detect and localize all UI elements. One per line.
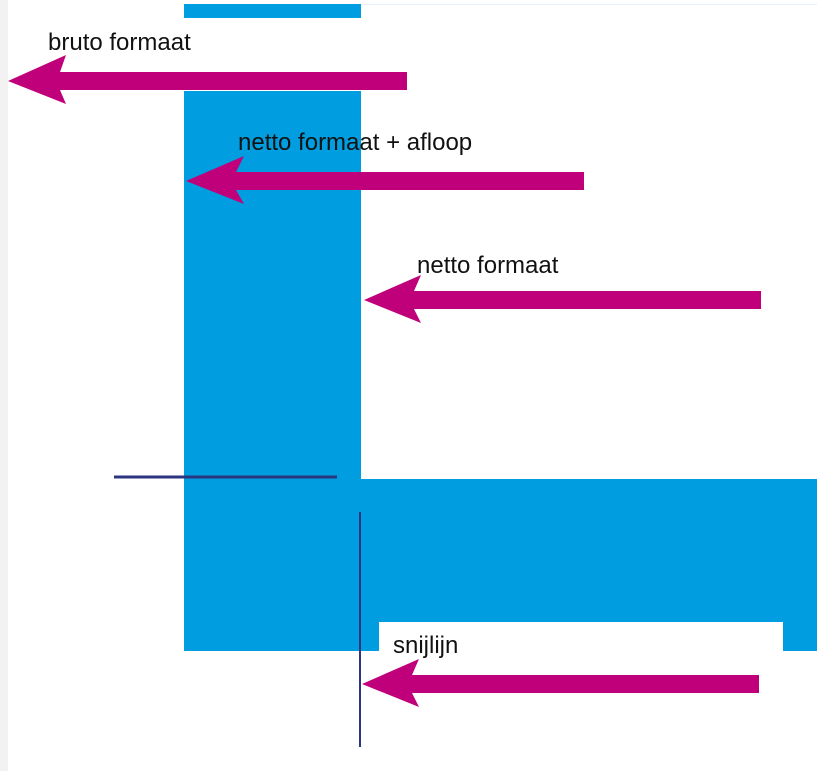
arrow-snijlijn [362, 659, 759, 707]
left-margin-strip [0, 0, 8, 771]
arrow-netto-formaat-afloop [186, 156, 584, 204]
label-netto-formaat-afloop: netto formaat + afloop [238, 129, 473, 156]
arrow-netto-formaat [364, 275, 761, 323]
arrow-bruto-formaat [8, 55, 407, 104]
label-snijlijn: snijlijn [393, 632, 459, 659]
label-bruto-formaat: bruto formaat [48, 29, 191, 56]
bleed-area-top-strip [184, 4, 361, 18]
label-netto-formaat: netto formaat [417, 252, 559, 279]
net-page-area [379, 622, 783, 771]
